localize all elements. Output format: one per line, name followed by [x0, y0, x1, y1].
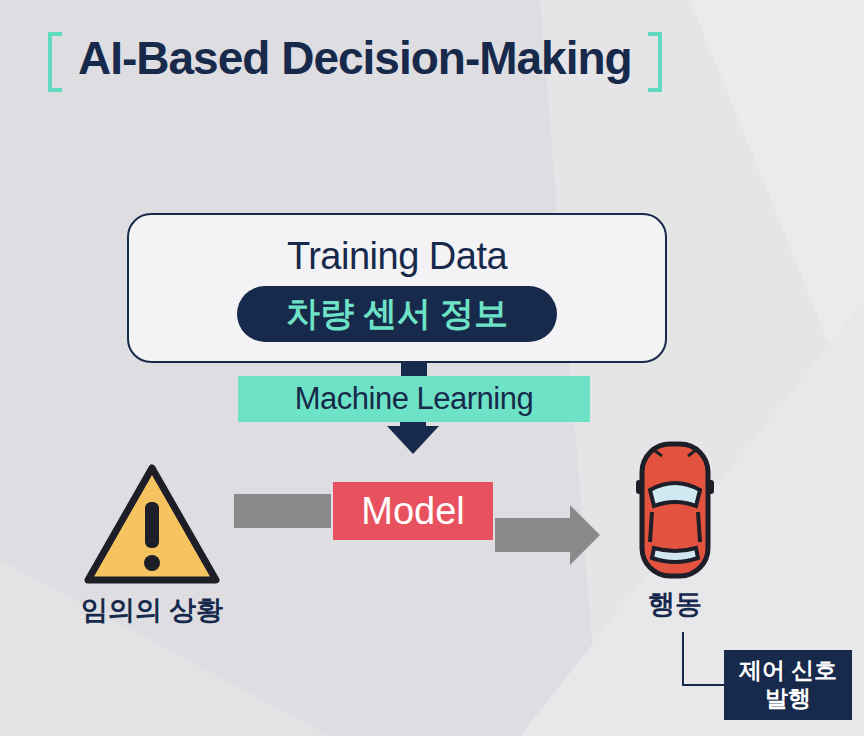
signal-box: 제어 신호 발행 [724, 650, 852, 720]
arrow-head [570, 505, 600, 565]
icon-holder [82, 462, 222, 586]
sensor-pill: 차량 센서 정보 [237, 286, 557, 342]
flow-arrow [495, 505, 600, 565]
connector-line [234, 494, 331, 528]
flow-arrow [414, 363, 415, 376]
arrow-head [387, 426, 439, 454]
node-label: 행동 [648, 586, 702, 622]
icon-holder [630, 440, 720, 580]
node-label: 차량 센서 정보 [286, 291, 509, 337]
connector-line [495, 518, 572, 552]
node-label: 임의의 상황 [81, 592, 224, 628]
situation-node: 임의의 상황 [72, 462, 232, 632]
node-label: Machine Learning [295, 381, 533, 417]
flow-arrow [234, 511, 331, 512]
model-box: Model [333, 482, 493, 540]
connector-line [401, 363, 427, 376]
car-icon [630, 440, 720, 580]
bg-band [0, 560, 330, 736]
node-label: 제어 신호 발행 [730, 657, 846, 712]
learning-band: Machine Learning [238, 376, 590, 422]
action-node: 행동 [618, 440, 732, 630]
bg-band [520, 300, 864, 736]
node-label: Model [361, 490, 465, 533]
connector-line [683, 632, 724, 685]
data-box: Training Data 차량 센서 정보 [127, 213, 667, 363]
node-label: Training Data [287, 235, 507, 278]
leader-line [683, 632, 724, 685]
warning-icon [82, 462, 222, 586]
flow-arrow [387, 422, 439, 454]
page-title: AI-Based Decision-Making [78, 26, 632, 90]
